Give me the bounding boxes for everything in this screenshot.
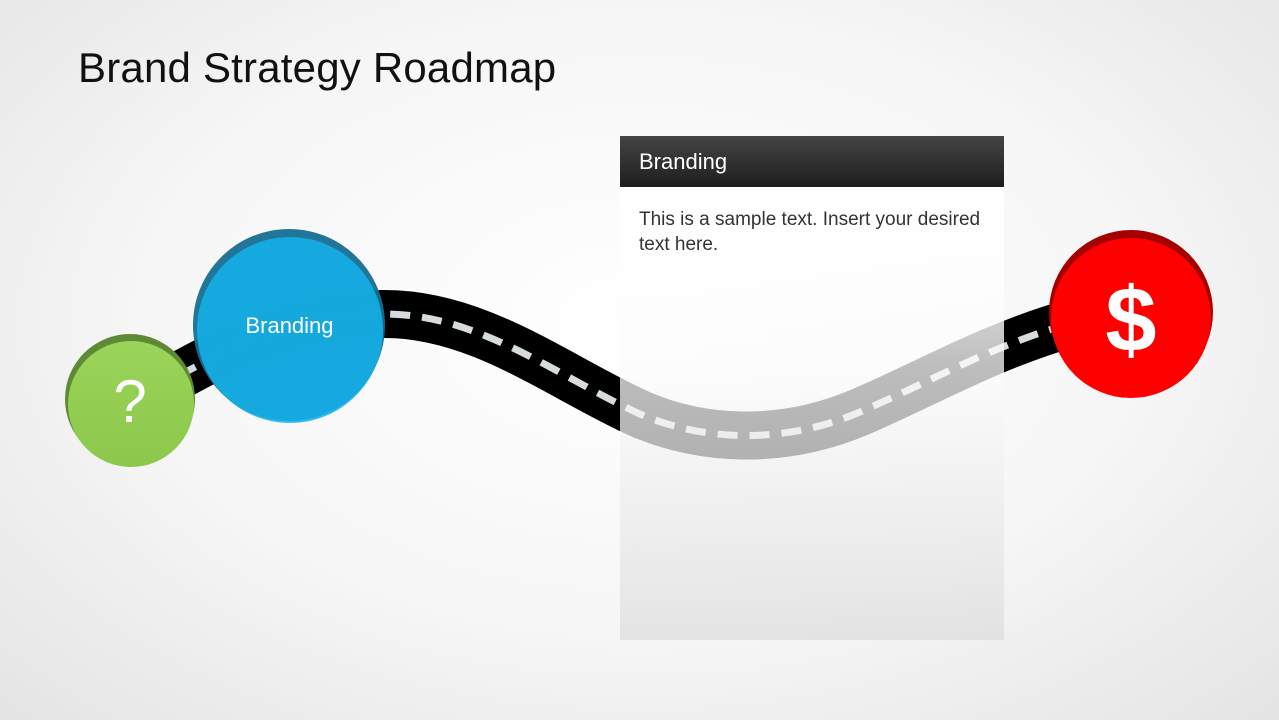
branding-node-label: Branding xyxy=(245,313,334,338)
panel-body-text: This is a sample text. Insert your desir… xyxy=(620,187,1004,640)
panel-heading: Branding xyxy=(620,136,1004,187)
slide-title: Brand Strategy Roadmap xyxy=(78,44,557,91)
info-panel: Branding This is a sample text. Insert y… xyxy=(620,136,1004,640)
branding-node xyxy=(193,229,385,423)
end-node xyxy=(1049,230,1213,398)
question-mark-icon: ? xyxy=(113,368,147,435)
dollar-icon: $ xyxy=(1105,269,1157,371)
start-node xyxy=(65,334,195,467)
